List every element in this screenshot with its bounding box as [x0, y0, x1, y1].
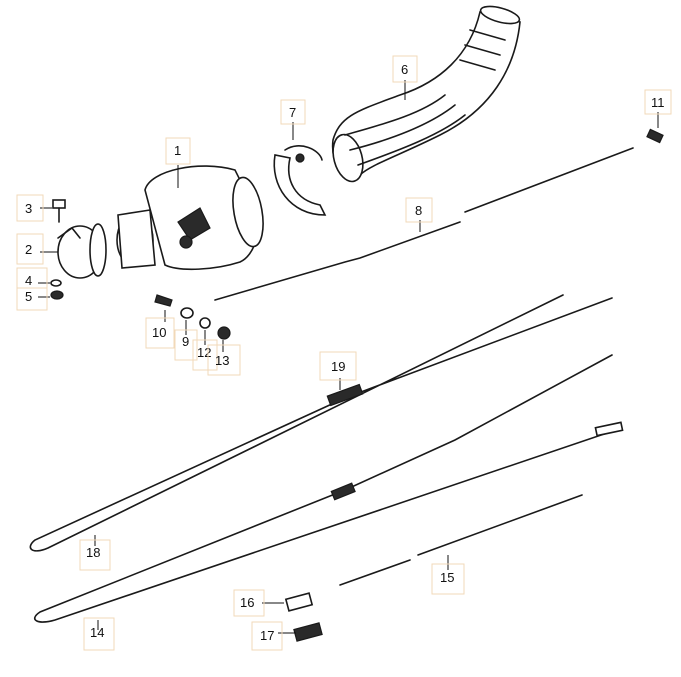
label-13: 13: [207, 344, 241, 376]
label-17-text: 17: [260, 628, 274, 643]
label-9: 9: [174, 329, 198, 361]
label-3-text: 3: [25, 201, 32, 216]
label-4-text: 4: [25, 273, 32, 288]
label-1-text: 1: [174, 143, 181, 158]
part-3-screw: [52, 199, 66, 223]
label-9-text: 9: [182, 334, 189, 349]
part-10-nipple: [154, 294, 173, 307]
label-16-text: 16: [240, 595, 254, 610]
label-15: 15: [431, 563, 465, 595]
part-18-cable: [29, 294, 613, 552]
label-15-text: 15: [440, 570, 454, 585]
label-14-text: 14: [90, 625, 104, 640]
part-15-rods: [339, 494, 583, 586]
label-2: 2: [16, 233, 44, 265]
label-18: 18: [79, 539, 111, 571]
part-11-fitting: [646, 128, 664, 144]
label-13-text: 13: [215, 353, 229, 368]
label-10: 10: [145, 317, 175, 349]
part-13-nut: [217, 326, 231, 340]
part-14-cable: [34, 354, 624, 623]
label-19: 19: [319, 351, 357, 381]
label-11: 11: [644, 89, 672, 115]
label-6-text: 6: [401, 62, 408, 77]
label-17: 17: [251, 621, 283, 651]
label-4: 4: [16, 267, 48, 289]
label-8: 8: [405, 197, 433, 223]
part-12-washer: [199, 317, 211, 329]
label-8-text: 8: [415, 203, 422, 218]
label-5-text: 5: [25, 289, 32, 304]
part-8-tube: [214, 147, 634, 301]
label-19-text: 19: [331, 359, 345, 374]
label-12-text: 12: [197, 345, 211, 360]
label-5: 5: [16, 287, 48, 311]
label-18-text: 18: [86, 545, 100, 560]
part-17-sleeve: [293, 622, 323, 642]
part-7-hose-clamp: [273, 145, 327, 216]
part-6-flexible-hose: [331, 5, 521, 183]
label-3: 3: [16, 194, 44, 222]
part-2-clamp: [57, 223, 107, 279]
label-6: 6: [392, 55, 418, 83]
label-2-text: 2: [25, 242, 32, 257]
label-14: 14: [83, 617, 115, 651]
label-7: 7: [280, 99, 306, 125]
part-9-connector: [180, 307, 194, 319]
part-4-washer: [50, 279, 62, 287]
label-16: 16: [233, 589, 265, 617]
part-16-sleeve: [284, 592, 314, 612]
label-1: 1: [165, 137, 191, 165]
label-11-text: 11: [651, 95, 665, 110]
part-1-housing: [116, 165, 264, 271]
label-10-text: 10: [152, 325, 166, 340]
part-5-nut: [50, 290, 64, 300]
label-7-text: 7: [289, 105, 296, 120]
